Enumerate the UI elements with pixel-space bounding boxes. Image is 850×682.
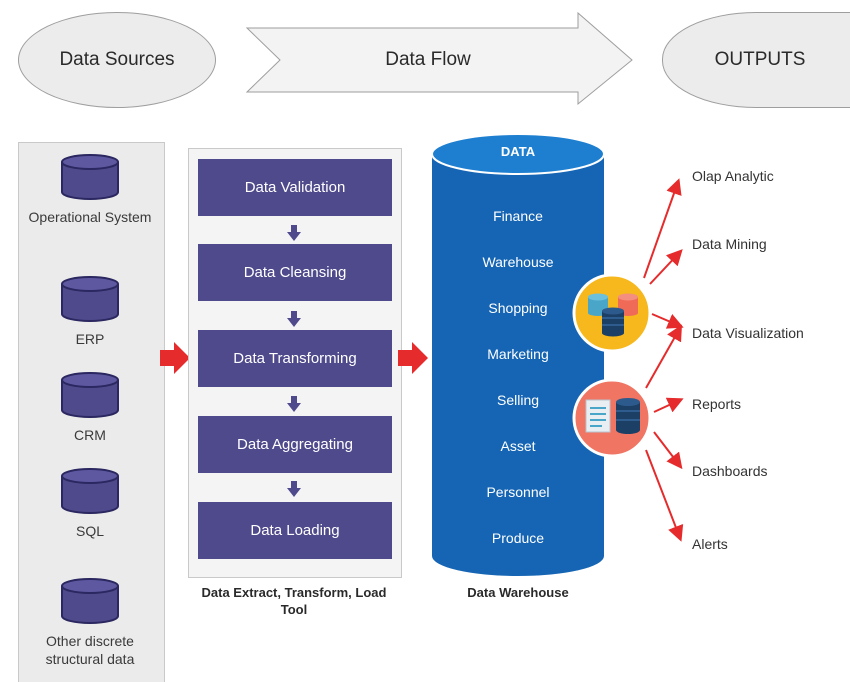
arrow-down-icon [287,396,301,412]
etl-caption: Data Extract, Transform, Load Tool [201,585,387,617]
database-icon [61,154,119,200]
warehouse-item-warehouse: Warehouse [482,254,554,270]
output-data-visualization: Data Visualization [692,325,804,341]
arrow-down-icon [287,481,301,497]
source-label: Other discrete structural data [45,633,135,667]
etl-step-transforming: Data Transforming [198,330,392,387]
output-arrows [643,178,684,542]
source-erp: ERP [18,276,162,348]
warehouse-item-selling: Selling [496,392,540,408]
red-arrow-icon [398,342,428,374]
outputs-label: OUTPUTS [714,49,806,70]
etl-step-loading: Data Loading [198,502,392,559]
data-sources-ellipse: Data Sources [18,12,216,108]
warehouse-item-finance: Finance [493,208,543,224]
output-data-mining: Data Mining [692,236,767,252]
source-label: ERP [75,331,105,347]
etl-step-aggregating: Data Aggregating [198,416,392,473]
etl-step-cleansing: Data Cleansing [198,244,392,301]
output-reports: Reports [692,396,742,412]
data-flow-label: Data Flow [385,49,471,70]
output-dashboards: Dashboards [692,463,768,479]
source-crm: CRM [18,372,162,444]
warehouse-item-asset: Asset [500,438,536,454]
data-warehouse-cylinder [431,133,605,576]
data-sources-label: Data Sources [59,49,175,70]
data-flow-arrow [245,11,633,106]
arrow-down-icon [287,311,301,327]
output-alerts: Alerts [692,536,728,552]
database-icon [61,578,119,624]
database-icon [61,372,119,418]
etl-step-validation: Data Validation [198,159,392,216]
data-storage-hub-icon [572,273,652,353]
arrow-down-icon [287,225,301,241]
output-olap-analytic: Olap Analytic [692,168,774,184]
source-label: SQL [75,523,104,539]
source-sql: SQL [18,468,162,540]
warehouse-caption: Data Warehouse [467,585,569,600]
database-icon [61,276,119,322]
warehouse-item-produce: Produce [491,530,545,546]
warehouse-item-marketing: Marketing [487,346,549,362]
warehouse-item-shopping: Shopping [488,300,548,316]
warehouse-top-label: DATA [500,144,536,159]
outputs-ellipse: OUTPUTS [662,12,850,108]
warehouse-item-personnel: Personnel [486,484,550,500]
data-report-hub-icon [572,378,652,458]
source-label: CRM [74,427,106,443]
database-icon [61,468,119,514]
red-arrow-icon [160,342,190,374]
source-operational-system: Operational System [18,154,162,226]
source-other-structural-data: Other discrete structural data [18,578,162,668]
source-label: Operational System [28,209,152,225]
